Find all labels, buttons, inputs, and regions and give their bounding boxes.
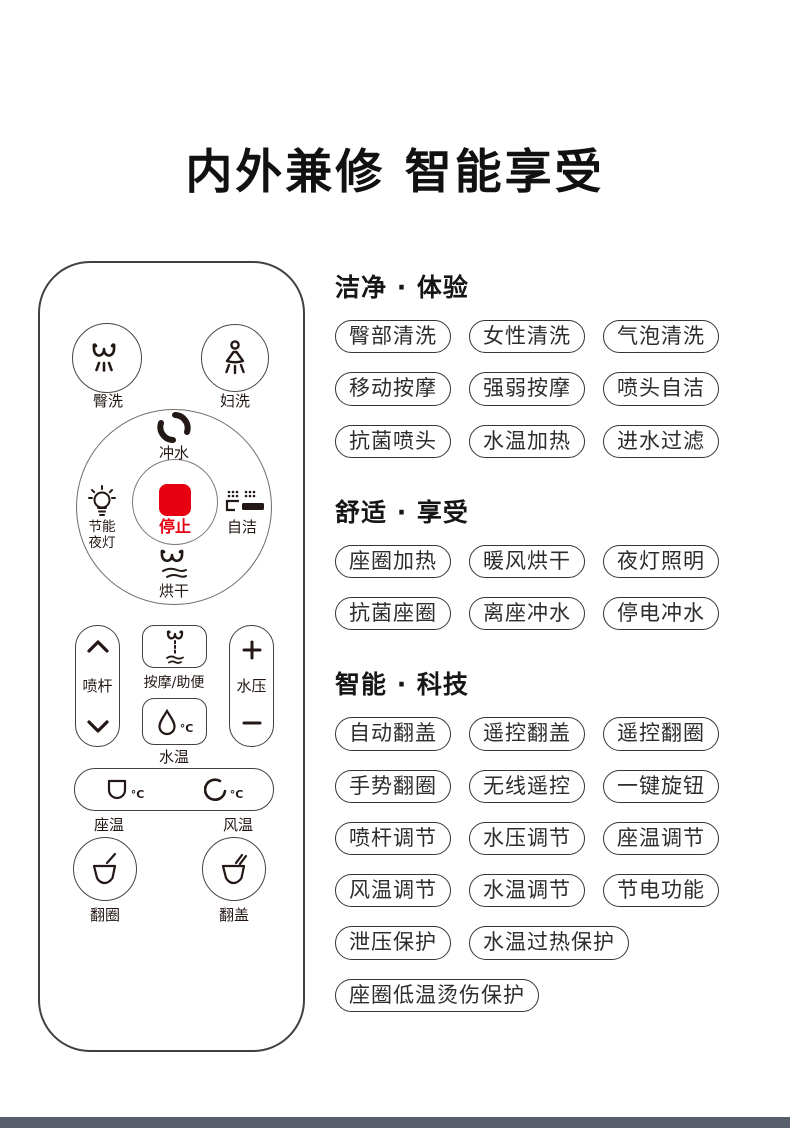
feature-pill: 暖风烘干 bbox=[469, 544, 585, 578]
flip-lid-label: 翻盖 bbox=[218, 906, 249, 924]
flush-label: 冲水 bbox=[158, 444, 189, 462]
feature-section-1: 洁净 · 体验臀部清洗女性清洗气泡清洗移动按摩强弱按摩喷头自洁抗菌喷头水温加热进… bbox=[335, 268, 765, 458]
massage-button bbox=[142, 625, 207, 668]
flush-icon bbox=[156, 411, 192, 444]
bottom-bar bbox=[0, 1117, 790, 1128]
seat-temp-icon bbox=[105, 778, 129, 802]
celsius-label: °C bbox=[229, 787, 244, 801]
feature-pill: 进水过滤 bbox=[603, 424, 719, 458]
feature-pill: 水压调节 bbox=[469, 821, 585, 855]
water-temp-icon bbox=[156, 708, 178, 736]
remote-control: 臀洗 妇洗 停止 冲水 节能 夜灯 bbox=[38, 261, 305, 1052]
feature-pill: 喷杆调节 bbox=[335, 821, 451, 855]
feminine-wash-button bbox=[201, 324, 269, 392]
water-pressure-column: 水压 bbox=[229, 625, 274, 747]
stop-label: 停止 bbox=[158, 517, 191, 536]
feature-sections: 洁净 · 体验臀部清洗女性清洗气泡清洗移动按摩强弱按摩喷头自洁抗菌喷头水温加热进… bbox=[335, 268, 765, 1047]
flip-ring-button bbox=[73, 837, 137, 901]
stop-ring bbox=[132, 459, 218, 545]
feature-pill: 风温调节 bbox=[335, 874, 451, 908]
feature-pill: 遥控翻圈 bbox=[603, 717, 719, 751]
feature-pill: 泄压保护 bbox=[335, 926, 451, 960]
celsius-label: °C bbox=[179, 721, 194, 735]
feature-pill: 座温调节 bbox=[603, 821, 719, 855]
feature-pill: 手势翻圈 bbox=[335, 769, 451, 803]
hip-wash-label: 臀洗 bbox=[92, 392, 123, 410]
flip-lid-icon bbox=[214, 850, 254, 888]
dial-ring bbox=[76, 409, 272, 605]
feature-pill-list: 自动翻盖遥控翻盖遥控翻圈手势翻圈无线遥控一键旋钮喷杆调节水压调节座温调节风温调节… bbox=[335, 717, 765, 1012]
feature-section-2: 舒适 · 享受座圈加热暖风烘干夜灯照明抗菌座圈离座冲水停电冲水 bbox=[335, 493, 765, 631]
water-pressure-label: 水压 bbox=[236, 677, 267, 696]
chevron-down-icon bbox=[86, 720, 109, 733]
feature-pill: 臀部清洗 bbox=[335, 320, 451, 354]
feature-pill: 抗菌喷头 bbox=[335, 424, 451, 458]
feature-pill: 离座冲水 bbox=[469, 597, 585, 631]
section-title: 智能 · 科技 bbox=[335, 670, 469, 700]
feature-pill: 座圈低温烫伤保护 bbox=[335, 978, 539, 1012]
flip-ring-label: 翻圈 bbox=[89, 906, 120, 924]
night-light-label-line2: 夜灯 bbox=[88, 535, 116, 551]
dry-icon bbox=[153, 549, 195, 581]
minus-icon bbox=[242, 713, 262, 733]
feature-pill: 节电功能 bbox=[603, 874, 719, 908]
feature-pill: 停电冲水 bbox=[603, 597, 719, 631]
feature-section-3: 智能 · 科技自动翻盖遥控翻盖遥控翻圈手势翻圈无线遥控一键旋钮喷杆调节水压调节座… bbox=[335, 665, 765, 1012]
dry-label: 烘干 bbox=[158, 582, 189, 600]
feature-pill: 气泡清洗 bbox=[603, 320, 719, 354]
feature-pill: 水温调节 bbox=[469, 874, 585, 908]
feature-pill: 遥控翻盖 bbox=[469, 717, 585, 751]
feature-pill: 自动翻盖 bbox=[335, 717, 451, 751]
section-title: 洁净 · 体验 bbox=[335, 273, 469, 302]
seat-temp-label: 座温 bbox=[93, 816, 124, 834]
wind-temp-label: 风温 bbox=[222, 816, 253, 834]
night-light-icon bbox=[86, 482, 118, 518]
plus-icon bbox=[242, 640, 262, 660]
feature-pill: 无线遥控 bbox=[469, 769, 585, 803]
feature-pill: 水温加热 bbox=[469, 424, 585, 458]
page-title: 内外兼修 智能享受 bbox=[185, 145, 605, 201]
feature-pill: 一键旋钮 bbox=[603, 769, 719, 803]
section-title: 舒适 · 享受 bbox=[335, 497, 469, 527]
massage-label: 按摩/助便 bbox=[143, 675, 205, 691]
self-clean-icon bbox=[224, 490, 266, 512]
celsius-label: °C bbox=[130, 787, 145, 801]
stop-button bbox=[159, 484, 191, 516]
temperature-pill: °C °C bbox=[74, 768, 274, 811]
feature-pill-list: 臀部清洗女性清洗气泡清洗移动按摩强弱按摩喷头自洁抗菌喷头水温加热进水过滤 bbox=[335, 320, 765, 458]
night-light-label: 节能 夜灯 bbox=[72, 519, 132, 551]
feature-pill: 喷头自洁 bbox=[603, 372, 719, 406]
feature-pill: 座圈加热 bbox=[335, 544, 451, 578]
feminine-wash-icon bbox=[216, 339, 254, 377]
feature-pill: 夜灯照明 bbox=[603, 544, 719, 578]
hip-wash-button bbox=[72, 323, 142, 393]
self-clean-label: 自洁 bbox=[226, 518, 257, 536]
feature-pill-list: 座圈加热暖风烘干夜灯照明抗菌座圈离座冲水停电冲水 bbox=[335, 544, 765, 631]
wind-temp-icon bbox=[203, 777, 228, 802]
spray-rod-label: 喷杆 bbox=[82, 677, 113, 696]
feature-pill: 抗菌座圈 bbox=[335, 597, 451, 631]
water-temp-label: 水温 bbox=[158, 748, 189, 766]
feminine-wash-label: 妇洗 bbox=[219, 392, 250, 410]
feature-pill: 水温过热保护 bbox=[469, 926, 629, 960]
spray-rod-column: 喷杆 bbox=[75, 625, 120, 747]
feature-pill: 女性清洗 bbox=[469, 320, 585, 354]
flip-lid-button bbox=[202, 837, 266, 901]
feature-pill: 移动按摩 bbox=[335, 372, 451, 406]
massage-icon bbox=[159, 629, 191, 665]
water-temp-button: °C bbox=[142, 698, 207, 745]
chevron-up-icon bbox=[86, 640, 109, 653]
hip-wash-icon bbox=[88, 339, 126, 377]
night-light-label-line1: 节能 bbox=[88, 519, 116, 535]
flip-ring-icon bbox=[85, 850, 125, 888]
feature-pill: 强弱按摩 bbox=[469, 372, 585, 406]
